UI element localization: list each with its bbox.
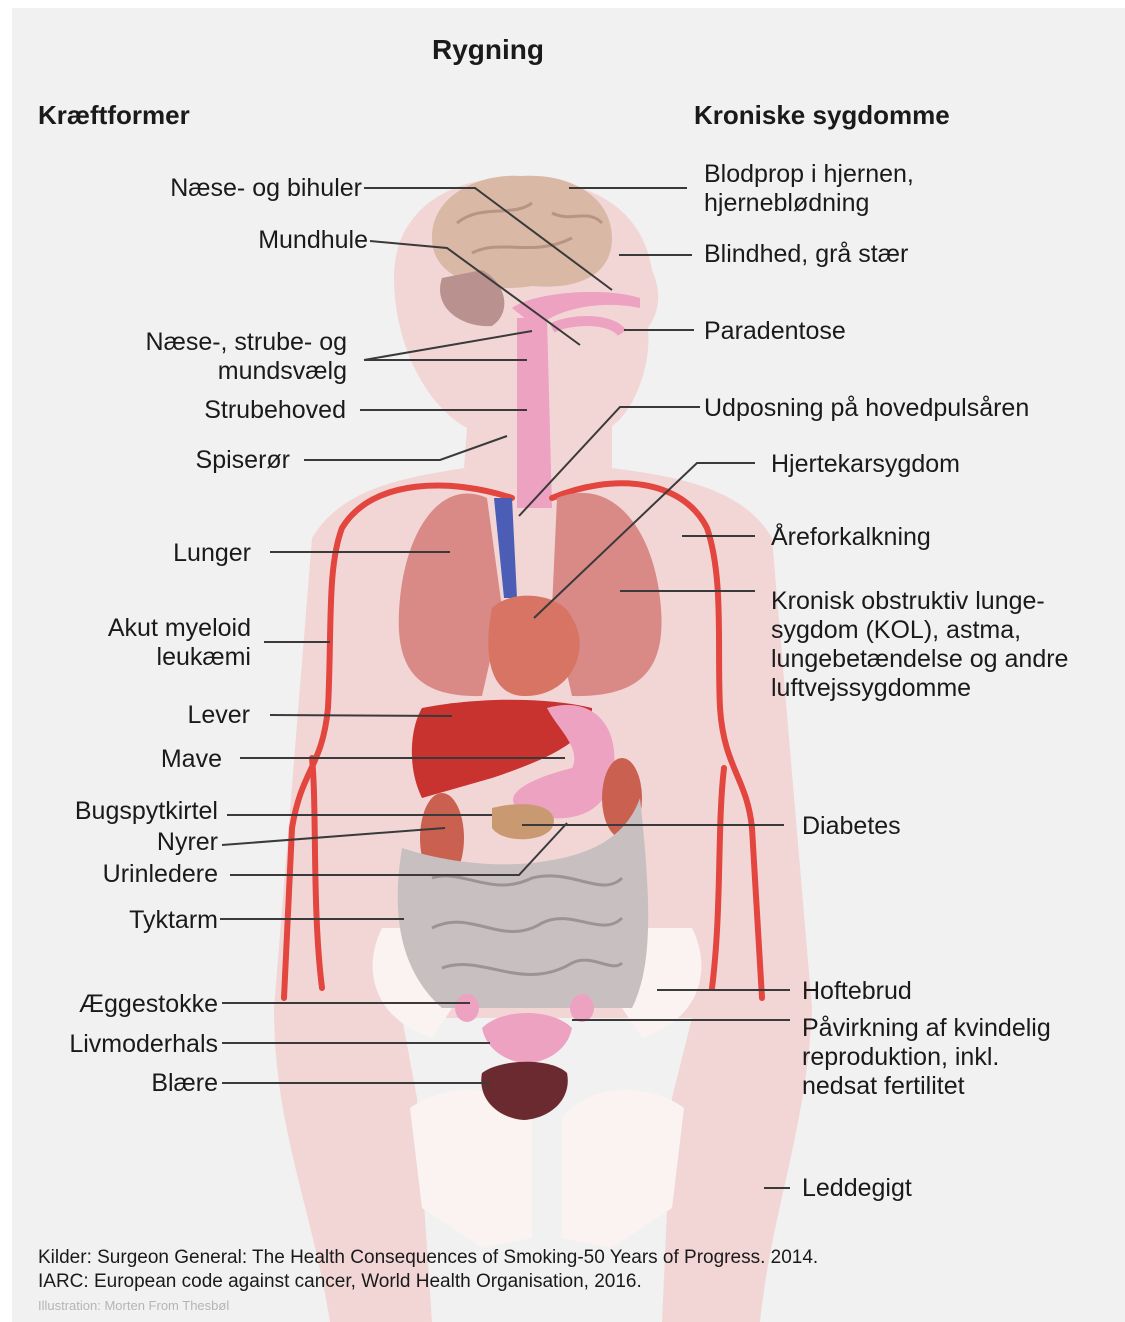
pancreas [492,804,554,839]
label-periodontitis: Paradentose [704,317,846,346]
diagram-title: Rygning [432,34,544,66]
label-stroke-line2: hjerneblødning [704,189,869,218]
label-liver: Lever [187,701,250,730]
label-pancreas: Bugspytkirtel [75,797,218,826]
infographic-frame: Rygning Kræftformer Kroniske sygdomme Næ… [12,8,1125,1322]
label-kidneys: Nyrer [157,828,218,857]
label-ovaries: Æggestokke [79,990,218,1019]
source-line-2: IARC: European code against cancer, Worl… [38,1270,642,1294]
source-line-1: Kilder: Surgeon General: The Health Cons… [38,1246,818,1270]
label-pharynx-line1: Næse-, strube- og [146,328,347,357]
label-stroke-line1: Blodprop i hjernen, [704,160,914,189]
label-copd-line3: lungebetændelse og andre [771,645,1068,674]
label-blindness: Blindhed, grå stær [704,240,908,269]
label-nose-sinuses: Næse- og bihuler [170,174,362,203]
label-oral-cavity: Mundhule [258,226,368,255]
label-reproduction-line3: nedsat fertilitet [802,1072,965,1101]
cancer-types-heading: Kræftformer [38,100,190,131]
label-aml-line1: Akut myeloid [108,614,251,643]
label-aml-line2: leukæmi [157,643,251,672]
label-stomach: Mave [161,745,222,774]
label-cervix: Livmoderhals [69,1030,218,1059]
label-lungs: Lunger [173,539,251,568]
label-hip-fracture: Hoftebrud [802,977,912,1006]
label-pharynx-line2: mundsvælg [218,357,347,386]
label-aortic-aneurysm: Udposning på hovedpulsåren [704,394,1029,423]
label-reproduction-line1: Påvirkning af kvindelig [802,1014,1051,1043]
label-cardiovascular: Hjertekarsygdom [771,450,960,479]
label-arthritis: Leddegigt [802,1174,912,1203]
label-colon: Tyktarm [129,906,218,935]
label-atherosclerosis: Åreforkalkning [771,523,931,552]
label-bladder: Blære [151,1069,218,1098]
label-copd-line4: luftvejssygdomme [771,674,971,703]
chronic-diseases-heading: Kroniske sygdomme [694,100,950,131]
label-esophagus: Spiserør [196,446,290,475]
label-copd-line2: sygdom (KOL), astma, [771,616,1021,645]
label-ureters: Urinledere [103,860,218,889]
label-copd-line1: Kronisk obstruktiv lunge- [771,587,1045,616]
label-diabetes: Diabetes [802,812,901,841]
label-larynx: Strubehoved [204,396,346,425]
label-reproduction-line2: reproduktion, inkl. [802,1043,999,1072]
illustration-credit: Illustration: Morten From Thesbøl [38,1298,229,1313]
